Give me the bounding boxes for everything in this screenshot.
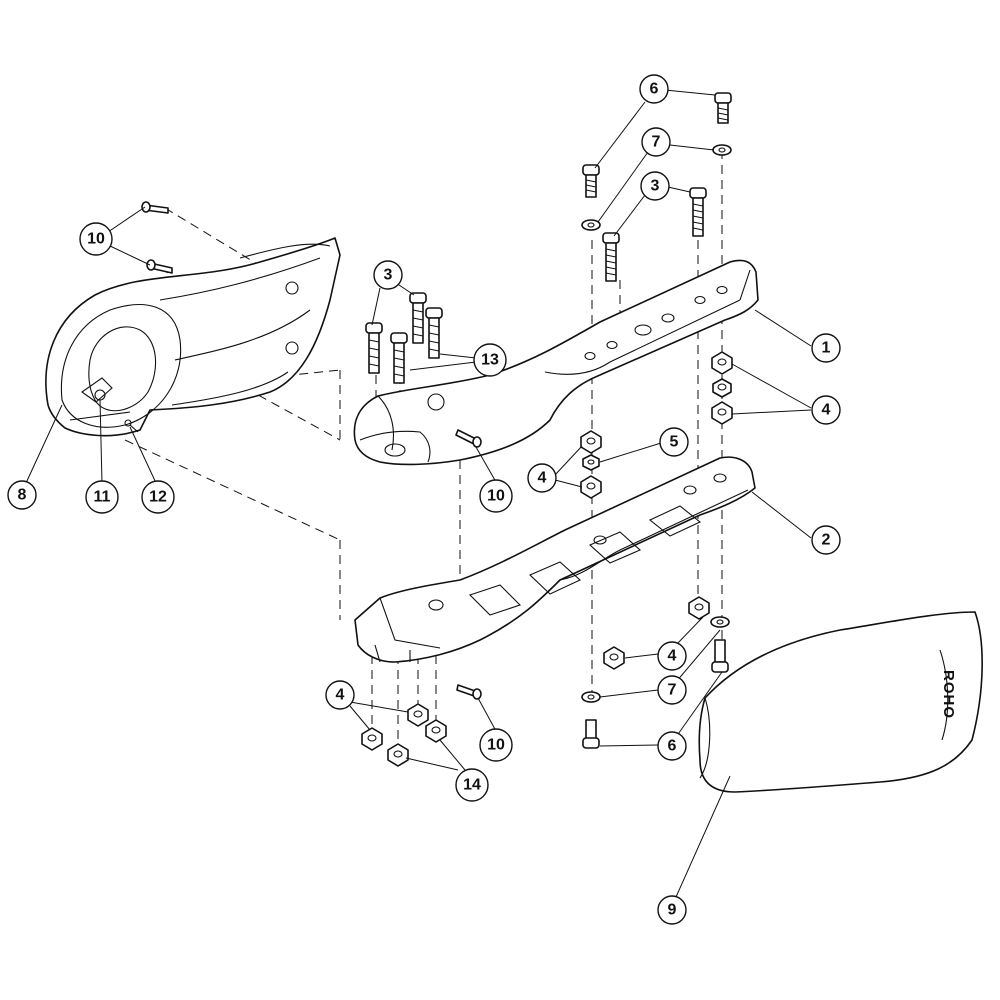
nuts-part-4-5-center xyxy=(580,430,602,499)
nuts-part-4-14-bottom xyxy=(361,703,447,767)
callout-6-bottom: 6 xyxy=(657,731,687,761)
callout-13: 13 xyxy=(473,343,507,377)
callout-label: 10 xyxy=(487,737,505,754)
callout-label: 4 xyxy=(336,687,345,704)
callout-label: 6 xyxy=(668,738,677,755)
callout-label: 7 xyxy=(652,134,661,151)
callout-label: 4 xyxy=(668,648,677,665)
callout-label: 13 xyxy=(481,352,499,369)
callout-10-middle: 10 xyxy=(479,479,513,513)
callout-label: 6 xyxy=(650,81,659,98)
bolt-part-3-right xyxy=(689,187,707,237)
callout-label: 10 xyxy=(487,488,505,505)
bolt-part-6-mid xyxy=(582,164,600,198)
callout-4-right: 4 xyxy=(811,395,841,425)
callout-3-upper: 3 xyxy=(640,171,670,201)
washer-part-7-mid xyxy=(581,219,601,231)
pin-part-10-upper xyxy=(141,201,173,274)
callout-4-lower: 4 xyxy=(657,641,687,671)
callout-10-lower: 10 xyxy=(479,728,513,762)
callout-label: 3 xyxy=(651,178,660,195)
callout-4-bottom: 4 xyxy=(325,680,355,710)
callout-label: 4 xyxy=(538,470,547,487)
leader-lines xyxy=(25,89,812,898)
callout-11: 11 xyxy=(85,480,119,514)
callout-label: 9 xyxy=(668,902,677,919)
bolt-part-6-top xyxy=(714,92,732,124)
callout-5: 5 xyxy=(659,427,689,457)
upper-rail-part-1 xyxy=(353,259,759,466)
nuts-part-4-lower xyxy=(603,596,710,670)
callout-10-upper-left: 10 xyxy=(79,222,113,256)
callout-label: 5 xyxy=(670,434,679,451)
cover-brand-text: ROHO xyxy=(940,670,957,719)
washer-part-7-top xyxy=(712,144,732,156)
callout-12: 12 xyxy=(141,480,175,514)
callout-14: 14 xyxy=(455,768,489,802)
callout-label: 8 xyxy=(18,487,27,504)
callout-label: 1 xyxy=(822,340,831,357)
callout-label: 10 xyxy=(87,231,105,248)
callout-label: 11 xyxy=(94,489,111,506)
callout-label: 4 xyxy=(822,402,831,419)
callout-label: 3 xyxy=(384,267,393,284)
callout-3-left: 3 xyxy=(373,260,403,290)
callout-4-center: 4 xyxy=(527,463,557,493)
hub-housing-part-8 xyxy=(45,237,341,437)
callout-6-top: 6 xyxy=(639,74,669,104)
callout-7-bottom: 7 xyxy=(657,675,687,705)
washer-part-7-lower xyxy=(581,616,730,703)
callout-2: 2 xyxy=(811,525,841,555)
screw-part-12 xyxy=(124,419,139,433)
cover-part-9: ROHO xyxy=(698,611,983,793)
pin-part-10-lower xyxy=(456,684,482,700)
callout-1: 1 xyxy=(811,333,841,363)
callout-7-top: 7 xyxy=(641,127,671,157)
callout-8: 8 xyxy=(7,480,37,510)
callout-label: 2 xyxy=(822,532,831,549)
lower-rail-part-2 xyxy=(354,456,756,663)
bolts-part-3-left xyxy=(365,292,443,384)
callout-label: 12 xyxy=(149,489,167,506)
callout-label: 14 xyxy=(463,777,481,794)
pin-part-10-middle xyxy=(455,429,482,448)
bolt-part-3-center xyxy=(602,232,620,282)
callout-9: 9 xyxy=(657,895,687,925)
bolt-part-6-lower xyxy=(582,639,729,749)
nuts-part-4-right xyxy=(711,351,733,425)
callout-label: 7 xyxy=(668,682,677,699)
